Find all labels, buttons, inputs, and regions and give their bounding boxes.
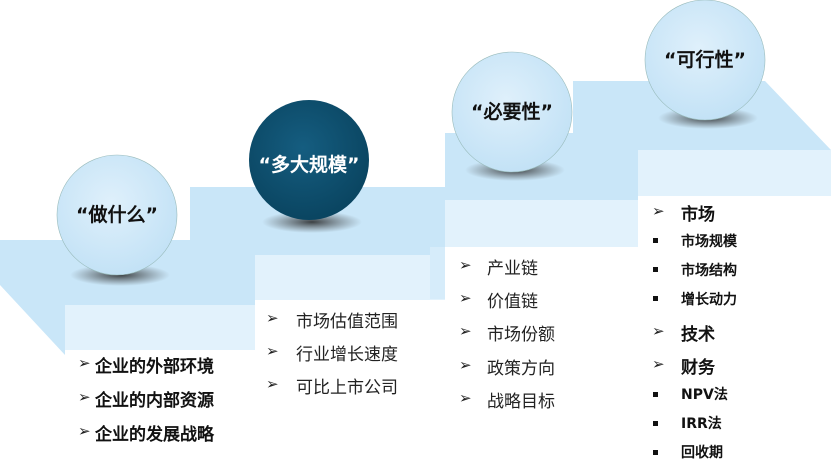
list-item: 财务 [681,358,715,378]
list-item: 市场份额 [487,325,555,345]
arrowhead-icon: ➢ [459,356,472,374]
arrowhead-icon: ➢ [652,202,665,220]
list-item: 企业的内部资源 [95,391,214,411]
list-subitem: 市场规模 [681,234,737,250]
arrowhead-icon: ➢ [652,355,665,373]
step-1-title: “做什么” [76,204,158,226]
circle-1 [56,154,178,276]
arrowhead-icon: ➢ [459,322,472,340]
step-1-face [65,305,255,350]
list-item: 战略目标 [487,392,555,412]
step-3-face [445,200,638,247]
circle-3 [451,51,573,173]
arrowhead-icon: ➢ [459,389,472,407]
list-item: 企业的发展战略 [95,425,214,445]
square-bullet-icon [653,296,658,301]
list-item: 行业增长速度 [296,345,398,365]
list-item: 市场估值范围 [296,312,398,332]
arrowhead-icon: ➢ [652,322,665,340]
square-bullet-icon [653,392,658,397]
list-subitem: IRR法 [681,416,722,432]
circle-shadow [262,211,362,233]
list-item: 技术 [681,325,715,345]
arrowhead-icon: ➢ [459,289,472,307]
step-2-face [255,255,445,300]
list-subitem: 增长动力 [681,292,737,308]
square-bullet-icon [653,238,658,243]
list-subitem: 回收期 [681,445,723,461]
list-item: 价值链 [487,292,538,312]
arrowhead-icon: ➢ [78,388,91,406]
list-subitem: 市场结构 [681,263,737,279]
square-bullet-icon [653,450,658,455]
step-4-face [638,150,831,196]
step-2-title: “多大规模” [258,154,360,176]
list-item: 可比上市公司 [296,378,398,398]
list-item: 产业链 [487,259,538,279]
circle-4 [644,0,766,121]
circle-2 [249,100,369,220]
list-item: 市场 [681,205,715,225]
arrowhead-icon: ➢ [266,342,279,360]
square-bullet-icon [653,267,658,272]
arrowhead-icon: ➢ [78,422,91,440]
step-4-title: “可行性” [664,49,746,71]
arrowhead-icon: ➢ [78,354,91,372]
list-item: 企业的外部环境 [95,357,214,377]
arrowhead-icon: ➢ [266,375,279,393]
arrowhead-icon: ➢ [266,309,279,327]
step-3-title: “必要性” [471,101,553,123]
list-subitem: NPV法 [681,387,728,403]
step-1-tread [0,81,831,355]
square-bullet-icon [653,421,658,426]
arrowhead-icon: ➢ [459,256,472,274]
list-item: 政策方向 [487,359,555,379]
